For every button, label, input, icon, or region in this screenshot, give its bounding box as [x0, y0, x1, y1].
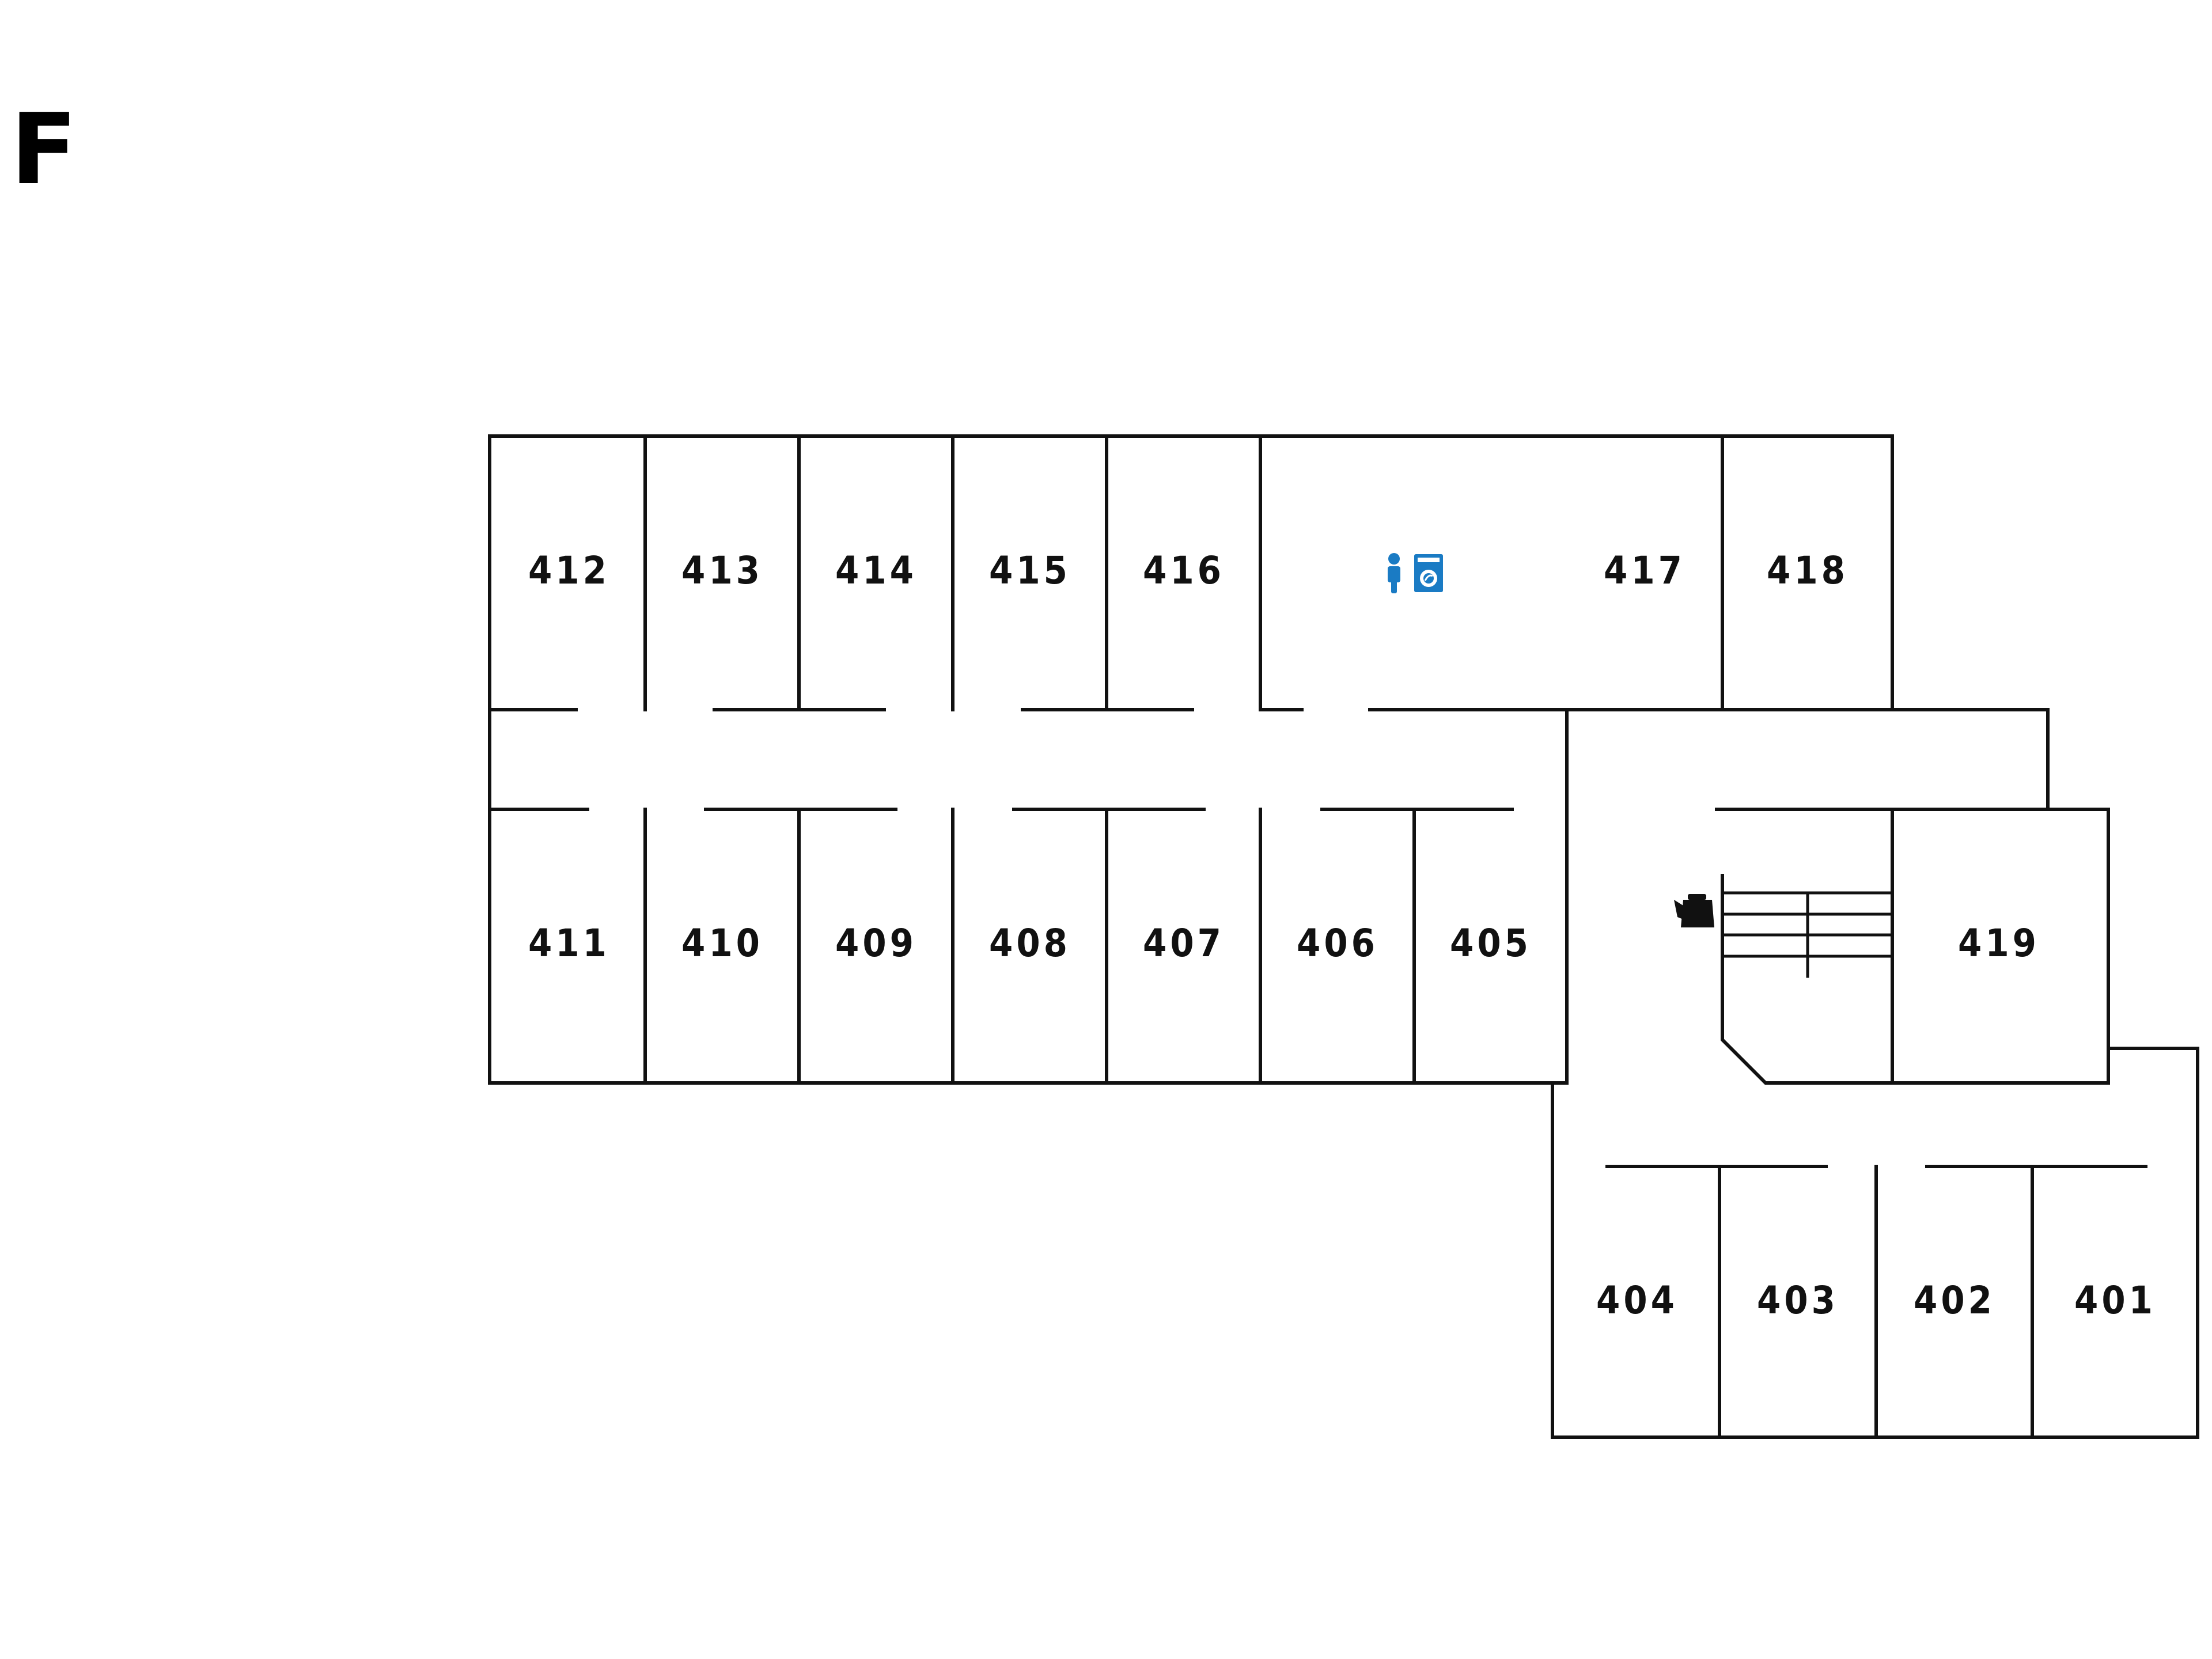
room-409-label: 409: [835, 921, 917, 965]
room-403-label: 403: [1757, 1278, 1839, 1323]
room-405-label: 405: [1450, 921, 1532, 965]
room-404-label: 404: [1596, 1278, 1678, 1323]
outer-wall-419: [1721, 808, 2110, 1085]
washing-machine-icon: [1414, 554, 1443, 592]
room-415-label: 415: [989, 548, 1071, 593]
room-407-label: 407: [1143, 921, 1225, 965]
room-412-label: 412: [528, 548, 610, 593]
outer-wall-east: [1891, 708, 2050, 811]
room-401-label: 401: [2074, 1278, 2156, 1323]
floor-label: F: [10, 93, 78, 207]
room-402-label: 402: [1914, 1278, 1995, 1323]
walls: [488, 434, 2199, 1439]
room-418-label: 418: [1767, 548, 1849, 593]
room-408-label: 408: [989, 921, 1071, 965]
outer-wall-main: [488, 434, 1894, 1085]
person-icon: [1388, 553, 1400, 593]
room-414-label: 414: [835, 548, 917, 593]
room-labels: 412 413 414 415 416 417 418 411 410 409 …: [528, 548, 2156, 1323]
room-411-label: 411: [528, 921, 610, 965]
room-406-label: 406: [1297, 921, 1378, 965]
kettle-icon: [1674, 894, 1714, 927]
room-416-label: 416: [1143, 548, 1225, 593]
room-417-label: 417: [1604, 548, 1685, 593]
room-419-label: 419: [1958, 921, 2040, 965]
room-413-label: 413: [681, 548, 763, 593]
room-410-label: 410: [681, 921, 763, 965]
stairs: [1721, 891, 1894, 978]
